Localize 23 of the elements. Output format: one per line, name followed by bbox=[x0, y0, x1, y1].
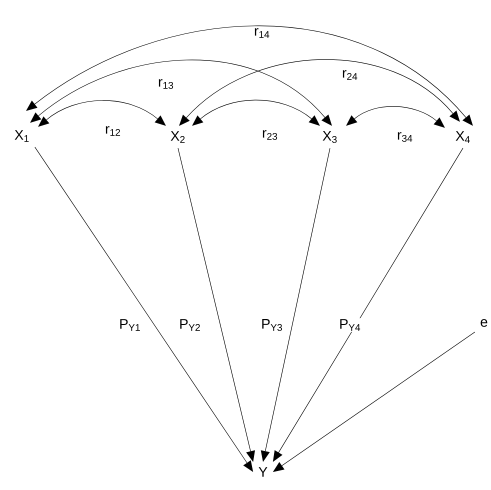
variable-label: e bbox=[480, 319, 488, 327]
edge-label: P$_{Y1}$ bbox=[118, 318, 142, 332]
edge-label: P$_{Y2}$ bbox=[178, 318, 202, 332]
arrow bbox=[179, 59, 460, 126]
edge-label: r$_{12}$ bbox=[104, 125, 122, 137]
edge-label: r$_{13}$ bbox=[156, 78, 176, 90]
arrow bbox=[38, 100, 166, 127]
variable-label: X$_{3}$ bbox=[322, 131, 337, 143]
variable-label: X$_{2}$ bbox=[170, 131, 185, 143]
variable-label: X$_{1}$ bbox=[14, 130, 29, 142]
edge-label: r$_{14}$ bbox=[252, 27, 272, 39]
edge-label: P$_{Y4}$ bbox=[338, 318, 362, 332]
arrow bbox=[272, 148, 464, 462]
arrow bbox=[192, 100, 320, 126]
variable-label: X$_{4}$ bbox=[456, 131, 470, 143]
arrow bbox=[346, 106, 445, 128]
edge-label: r$_{24}$ bbox=[340, 69, 360, 81]
arrow bbox=[26, 26, 473, 126]
edge-label: r$_{23}$ bbox=[260, 129, 280, 141]
edge-label: r$_{34}$ bbox=[396, 131, 414, 143]
arrow bbox=[30, 60, 332, 126]
edge-label: P$_{Y3}$ bbox=[260, 318, 284, 332]
variable-label: Y bbox=[258, 467, 268, 477]
